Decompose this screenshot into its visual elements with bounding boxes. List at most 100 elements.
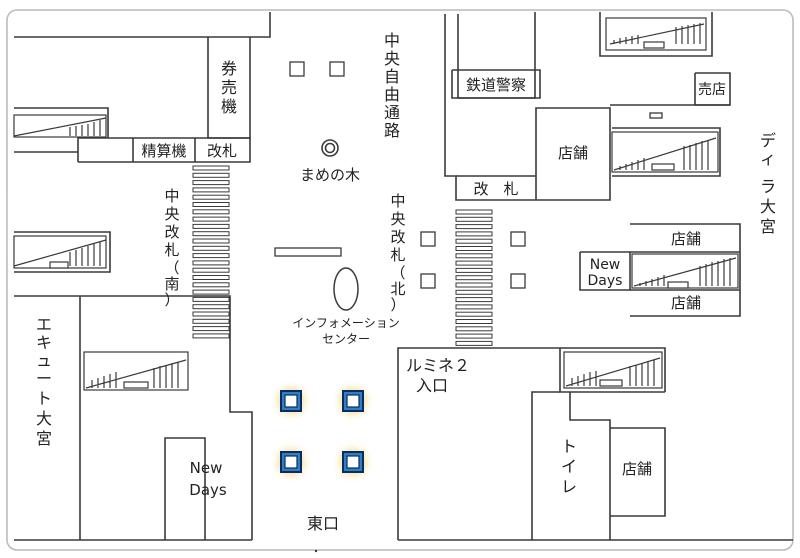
shop-bottom-box: [610, 427, 666, 517]
pillar: [420, 231, 436, 247]
pillar: [510, 231, 526, 247]
gate-stripe: [192, 187, 230, 193]
highlight-pillar-4: [331, 440, 375, 484]
fare-adjust-label: 精算機: [141, 142, 186, 160]
svg-text:キ: キ: [36, 333, 52, 352]
newdays-right-label-line1: New: [590, 257, 621, 273]
central-gate-north-label: 中 央 改 札 （ 北 ）: [390, 192, 405, 314]
svg-text:改: 改: [390, 228, 405, 246]
highlight-pillar-1: [269, 379, 313, 423]
stairs-lumine-steps: [565, 357, 661, 387]
lumine-block: [397, 347, 666, 540]
right-top-stairs-box2: [612, 127, 721, 177]
pillar: [329, 61, 345, 77]
svg-text:大: 大: [760, 197, 776, 216]
gate-stripe: [455, 231, 493, 237]
gate-stripe: [455, 297, 493, 303]
police-box: [451, 69, 541, 99]
east-exit-label: 東口: [307, 514, 339, 533]
walls: [14, 12, 793, 541]
svg-text:札: 札: [164, 241, 179, 259]
right-top-stairs-box: [599, 12, 713, 57]
stairs-lumine-landing: [599, 379, 623, 387]
gate-bar: [77, 137, 251, 163]
stairs-top-right-landing: [643, 41, 665, 49]
svg-text:由: 由: [384, 85, 400, 104]
staircases: [13, 17, 739, 391]
highlight-pillar-2: [331, 379, 375, 423]
stairs-ecute-steps: [85, 359, 187, 389]
central-passage-label: 中 央 自 由 通 路: [384, 31, 400, 140]
shop-upper-label: 店舗: [558, 144, 588, 162]
gate-stripe: [192, 289, 230, 295]
gate-stripe: [192, 260, 230, 266]
svg-text:路: 路: [384, 121, 400, 140]
svg-text:（: （: [390, 264, 405, 282]
toilet-box: [531, 391, 560, 540]
gate-stripe: [192, 318, 230, 324]
gate-stripe: [455, 333, 493, 339]
gate-stripe: [192, 253, 230, 259]
stairs-right-shops-landing: [667, 281, 689, 289]
gate-stripe: [192, 231, 230, 237]
svg-text:通: 通: [384, 103, 400, 122]
stairs-left-mid-steps: [13, 239, 107, 267]
gate-stripe: [192, 311, 230, 317]
newdays-bottom-box: [164, 437, 206, 540]
ticket-machine-label: 券 売 機: [221, 59, 237, 116]
svg-text:ー: ー: [36, 369, 52, 388]
svg-text:宮: 宮: [36, 429, 52, 448]
gate-stripe: [192, 326, 230, 332]
stairs-top-left-steps: [13, 117, 107, 137]
newdays-right-box: [579, 251, 631, 291]
svg-text:中: 中: [384, 31, 400, 50]
gate-stripe: [455, 246, 493, 251]
gate-stripe: [455, 282, 493, 288]
gate-center-label: 改 札: [473, 180, 518, 198]
mame-no-ki-tree-icon: [321, 139, 339, 157]
svg-text:中: 中: [164, 187, 179, 205]
svg-text:エ: エ: [36, 315, 52, 334]
gate-stripe: [192, 223, 230, 229]
newdays-right-label-line2: Days: [588, 273, 623, 289]
gate-stripe: [192, 216, 230, 222]
ticket-gates: [192, 165, 493, 346]
stairs-top-right-steps: [609, 23, 705, 45]
stairs-right-upper: [611, 131, 719, 173]
svg-text:（: （: [164, 259, 179, 277]
gate-stripe: [455, 304, 493, 310]
gate-stripe: [455, 238, 493, 244]
kiosk-label: 売店: [698, 82, 726, 98]
shop-bottom-label: 店舗: [622, 460, 652, 478]
shop-right-bottom-label: 店舗: [671, 294, 701, 312]
stairs-right-shops: [631, 253, 739, 289]
svg-text:南: 南: [164, 275, 179, 293]
pillar: [510, 273, 526, 289]
pillars: [274, 61, 663, 289]
gate-stripe: [455, 267, 493, 273]
ecute-omiya-label: エ キ ュ ー ト 大 宮: [36, 315, 52, 448]
svg-text:北: 北: [390, 280, 405, 298]
info-center-label-line2: センター: [322, 332, 370, 346]
svg-text:ュ: ュ: [36, 351, 52, 370]
info-center-label-line1: インフォメーション: [292, 316, 399, 330]
gate-stripe: [192, 172, 230, 178]
left-mid-stairs-box: [14, 231, 111, 273]
gate-stripe: [455, 209, 493, 215]
stairs-top-right: [605, 17, 707, 51]
gate-stripe: [455, 275, 493, 281]
gate-stripe: [455, 224, 493, 230]
central-gate-south-label: 中 央 改 札 （ 南 ）: [164, 187, 179, 309]
pillar-small: [649, 112, 663, 119]
gate-stripe: [455, 216, 493, 222]
gate-stripe: [192, 304, 230, 310]
svg-text:大: 大: [36, 409, 52, 428]
highlighted-pillars: [269, 379, 375, 484]
highlight-pillar-3: [269, 440, 313, 484]
stairs-top-left: [13, 114, 107, 138]
upper-left-shop-wall: [14, 107, 109, 138]
stairs-right-upper-landing: [651, 163, 675, 171]
gate-stripe: [192, 238, 230, 244]
stairs-lumine: [563, 351, 663, 389]
